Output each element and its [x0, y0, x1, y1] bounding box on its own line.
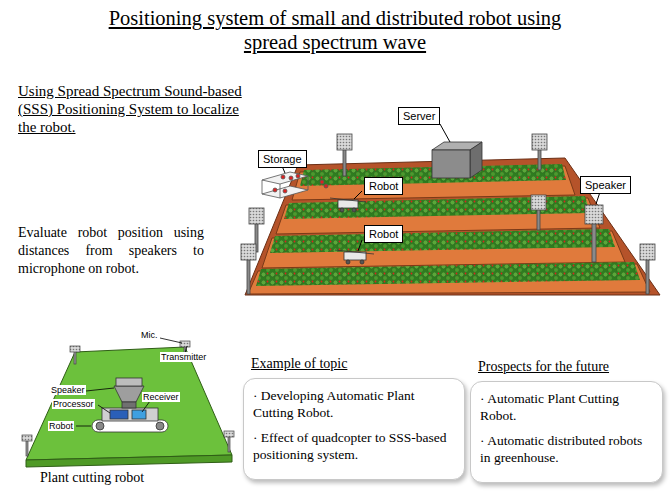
callout-text: Server [403, 110, 435, 122]
greenhouse-field [245, 158, 660, 295]
panel-heading: Prospects for the future [478, 359, 663, 375]
callout-text: Storage [263, 153, 302, 165]
part-label: Speaker [50, 385, 86, 395]
panel-frame: · Automatic Plant Cutting Robot. · Automa… [470, 381, 663, 483]
callout-box: Server [398, 107, 440, 125]
callout-box: Robot [364, 225, 403, 243]
callout-box: Storage [258, 150, 307, 168]
speaker-poles [241, 134, 655, 294]
caption: Plant cutting robot [40, 470, 144, 486]
part-label: Receiver [142, 392, 180, 402]
leader-line [358, 240, 362, 251]
bullet-text: · Effect of quadcopter to SSS-based posi… [253, 429, 455, 463]
cutting-robot [92, 378, 168, 432]
panel-heading: Example of topic [251, 356, 465, 372]
part-label: Robot [48, 421, 74, 431]
title: Positioning system of small and distribu… [80, 6, 590, 54]
bullet-text: · Automatic Plant Cutting Robot. [480, 390, 653, 424]
description-text: Evaluate robot position using distances … [18, 224, 204, 278]
prospect-panel: Prospects for the future · Automatic Plan… [470, 359, 663, 483]
bullet-text: · Developing Automatic Plant Cutting Rob… [253, 387, 455, 421]
plant-cutting-field [22, 341, 234, 467]
part-label: Mic. [140, 330, 159, 340]
intro-text: Using Spread Spectrum Sound-based (SSS) … [18, 82, 242, 136]
callout-box: Speaker [580, 176, 631, 194]
part-label: Transmitter [160, 352, 207, 362]
topic-panel: Example of topic · Developing Automatic P… [243, 356, 465, 480]
leader-line [440, 124, 450, 142]
part-label: Processor [52, 399, 95, 409]
callout-text: Robot [369, 180, 398, 192]
server-box [432, 142, 482, 178]
callout-text: Speaker [585, 179, 626, 191]
storage-shelf [262, 172, 328, 198]
bullet-text: · Automatic distributed robots in greenh… [480, 432, 653, 466]
callout-text: Robot [369, 228, 398, 240]
callout-box: Robot [364, 177, 403, 195]
leader-line [354, 191, 362, 199]
panel-frame: · Developing Automatic Plant Cutting Rob… [243, 378, 465, 480]
